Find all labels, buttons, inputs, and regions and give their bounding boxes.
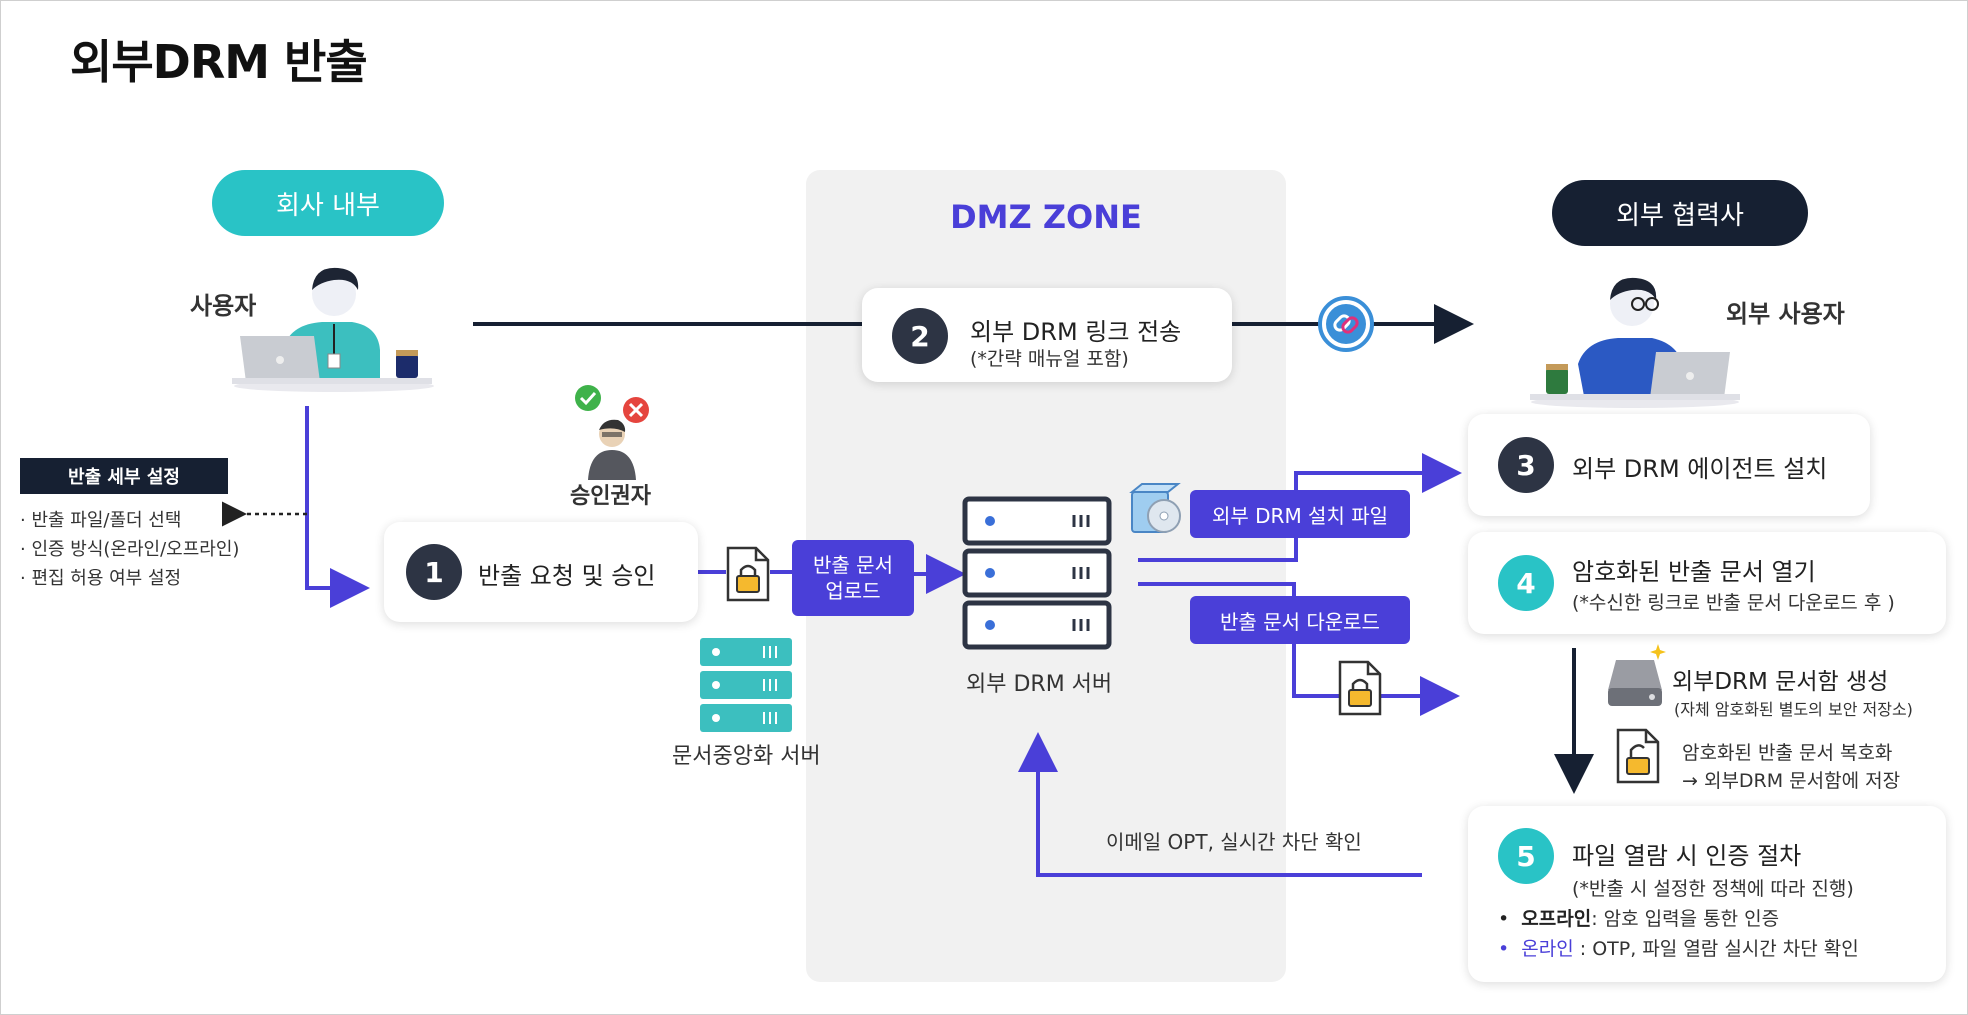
approver-label: 승인권자 xyxy=(570,484,651,509)
install-package-icon xyxy=(1129,483,1181,533)
decrypt-note-line2: → 외부DRM 문서함에 저장 xyxy=(1682,770,1901,792)
settings-item: · 편집 허용 여부 설정 xyxy=(20,568,182,589)
upload-label: 반출 문서 업로드 xyxy=(792,540,914,616)
email-otp-label: 이메일 OPT, 실시간 차단 확인 xyxy=(1106,830,1362,854)
internal-zone-pill: 회사 내부 xyxy=(212,170,444,236)
internal-user-icon xyxy=(232,267,434,392)
create-box-subtitle: (자체 암호화된 별도의 보안 저장소) xyxy=(1674,700,1913,719)
step3-card: 3 외부 DRM 에이전트 설치 xyxy=(1468,414,1870,516)
export-settings-title: 반출 세부 설정 xyxy=(20,458,228,494)
step1-title: 반출 요청 및 승인 xyxy=(478,562,656,590)
offline-key: 오프라인 xyxy=(1521,908,1592,930)
storage-drive-icon xyxy=(1608,644,1666,706)
page-title: 외부DRM 반출 xyxy=(70,35,368,89)
step2-number: 2 xyxy=(892,308,948,364)
external-user-label: 외부 사용자 xyxy=(1726,300,1845,328)
download-label: 반출 문서 다운로드 xyxy=(1190,596,1410,644)
downloaded-locked-file-icon xyxy=(1338,660,1382,716)
step5-bullet-offline: • 오프라인: 암호 입력을 통한 인증 xyxy=(1498,908,1780,930)
settings-item: · 반출 파일/폴더 선택 xyxy=(20,510,182,531)
step4-title: 암호화된 반출 문서 열기 xyxy=(1572,558,1816,586)
online-text: : OTP, 파일 열람 실시간 차단 확인 xyxy=(1573,938,1859,960)
install-file-label: 외부 DRM 설치 파일 xyxy=(1190,490,1410,538)
offline-text: : 암호 입력을 통한 인증 xyxy=(1591,908,1780,930)
online-key: 온라인 xyxy=(1521,938,1574,960)
link-icon xyxy=(1318,296,1374,352)
locked-file-icon xyxy=(726,546,770,602)
external-user-icon xyxy=(1530,277,1740,408)
external-zone-pill: 외부 협력사 xyxy=(1552,180,1808,246)
settings-item: · 인증 방식(온라인/오프라인) xyxy=(20,539,240,560)
step5-subtitle: (*반출 시 설정한 정책에 따라 진행) xyxy=(1572,878,1854,900)
step5-card: 5 파일 열람 시 인증 절차 (*반출 시 설정한 정책에 따라 진행) • … xyxy=(1468,806,1946,982)
step4-card: 4 암호화된 반출 문서 열기 (*수신한 링크로 반출 문서 다운로드 후 ) xyxy=(1468,532,1946,634)
user-label: 사용자 xyxy=(190,292,257,320)
step5-number: 5 xyxy=(1498,828,1554,884)
dmz-zone-title: DMZ ZONE xyxy=(950,198,1142,236)
step5-title: 파일 열람 시 인증 절차 xyxy=(1572,842,1802,870)
auth-to-server-line xyxy=(1018,732,1422,877)
step5-bullet-online: • 온라인 : OTP, 파일 열람 실시간 차단 확인 xyxy=(1498,938,1859,960)
approver-icon xyxy=(575,385,649,480)
step1-card: 1 반출 요청 및 승인 xyxy=(384,522,698,622)
doc-server-label: 문서중앙화 서버 xyxy=(672,744,821,769)
user-to-step1-line xyxy=(305,406,370,608)
decrypt-note-line1: 암호화된 반출 문서 복호화 xyxy=(1682,742,1893,764)
step4-number: 4 xyxy=(1498,555,1554,611)
step3-title: 외부 DRM 에이전트 설치 xyxy=(1572,455,1828,483)
step4-subtitle: (*수신한 링크로 반출 문서 다운로드 후 ) xyxy=(1572,592,1895,614)
step2-subtitle: (*간략 매뉴얼 포함) xyxy=(970,348,1129,370)
doc-server-icon xyxy=(700,638,792,732)
step3-number: 3 xyxy=(1498,437,1554,493)
drm-server-label: 외부 DRM 서버 xyxy=(966,672,1113,697)
step2-card: 2 외부 DRM 링크 전송 (*간략 매뉴얼 포함) xyxy=(862,288,1232,382)
step1-number: 1 xyxy=(406,544,462,600)
external-drm-server-icon xyxy=(962,496,1112,650)
step2-title: 외부 DRM 링크 전송 xyxy=(970,318,1182,346)
unlocked-file-icon xyxy=(1616,728,1660,784)
create-box-title: 외부DRM 문서함 생성 xyxy=(1672,669,1889,695)
